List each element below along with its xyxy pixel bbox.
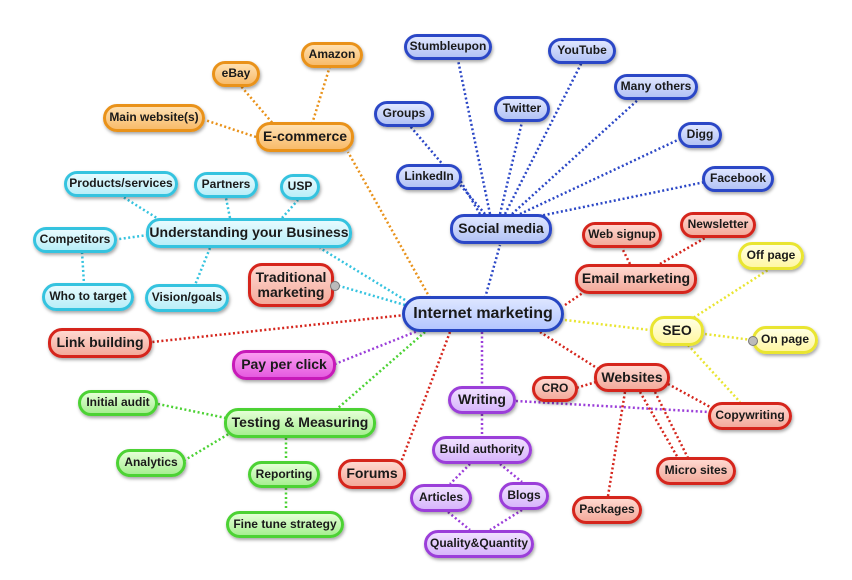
- node-usp[interactable]: USP: [280, 174, 320, 200]
- node-build-authority[interactable]: Build authority: [432, 436, 532, 464]
- link-test-audit: [157, 402, 227, 420]
- link-biz-vision: [193, 247, 212, 286]
- node-web-signup[interactable]: Web signup: [582, 222, 662, 248]
- link-biz-competitors: [111, 233, 149, 242]
- link-seo-onpage: [704, 332, 753, 342]
- link-ecom-ebay: [239, 84, 276, 127]
- node-main-website[interactable]: Main website(s): [103, 104, 205, 132]
- link-center-seo: [564, 318, 651, 332]
- node-cro[interactable]: CRO: [532, 376, 578, 402]
- link-biz-whototarget: [80, 251, 86, 285]
- link-biz-partners: [224, 197, 232, 219]
- node-who-to-target[interactable]: Who to target: [42, 283, 134, 311]
- node-initial-audit[interactable]: Initial audit: [78, 390, 158, 416]
- link-authority-articles: [449, 463, 471, 485]
- node-fine-tune-strategy[interactable]: Fine tune strategy: [226, 511, 344, 538]
- link-center-ppc: [334, 328, 421, 366]
- node-ebay[interactable]: eBay: [212, 61, 260, 87]
- node-facebook[interactable]: Facebook: [702, 166, 774, 192]
- node-products-services[interactable]: Products/services: [64, 171, 178, 197]
- node-copywriting[interactable]: Copywriting: [708, 402, 792, 430]
- link-seo-offpage: [689, 268, 769, 322]
- node-off-page[interactable]: Off page: [738, 242, 804, 270]
- link-test-analytics: [184, 430, 233, 462]
- link-web-microsites: [653, 391, 690, 459]
- link-center-linkbuilding: [151, 313, 406, 344]
- link-center-testing: [329, 331, 426, 416]
- node-ecommerce[interactable]: E-commerce: [256, 122, 354, 152]
- node-seo[interactable]: SEO: [650, 316, 704, 346]
- link-web-cro: [575, 380, 597, 390]
- link-biz-products: [119, 193, 161, 222]
- node-understanding-business[interactable]: Understanding your Business: [146, 218, 352, 248]
- link-social-digg: [519, 136, 683, 216]
- node-partners[interactable]: Partners: [194, 172, 258, 198]
- node-internet-marketing[interactable]: Internet marketing: [402, 296, 564, 332]
- link-center-business: [319, 246, 406, 302]
- link-social-manyothers: [511, 97, 641, 215]
- node-packages[interactable]: Packages: [572, 496, 642, 524]
- link-social-linkedin: [458, 179, 482, 215]
- node-quality-quantity[interactable]: Quality&Quantity: [424, 530, 534, 558]
- link-center-websites: [539, 330, 601, 372]
- link-social-youtube: [503, 61, 584, 215]
- node-social-media[interactable]: Social media: [450, 214, 552, 244]
- link-email-newsletter: [659, 236, 706, 266]
- link-center-forums: [398, 331, 452, 466]
- link-center-traditional: [335, 283, 406, 307]
- node-traditional-marketing[interactable]: Traditional marketing: [248, 263, 334, 307]
- collapse-handle[interactable]: [330, 281, 340, 291]
- node-email-marketing[interactable]: Email marketing: [575, 264, 697, 294]
- link-center-ecommerce: [346, 151, 432, 299]
- node-micro-sites[interactable]: Micro sites: [656, 457, 736, 485]
- node-newsletter[interactable]: Newsletter: [680, 212, 756, 238]
- node-blogs[interactable]: Blogs: [499, 482, 549, 510]
- node-forums[interactable]: Forums: [338, 459, 406, 489]
- link-social-stumble: [456, 59, 492, 215]
- node-groups[interactable]: Groups: [374, 101, 434, 127]
- link-blogs-quality: [489, 508, 523, 532]
- node-on-page[interactable]: On page: [752, 326, 818, 354]
- node-linkedin[interactable]: LinkedIn: [396, 164, 462, 190]
- link-social-facebook: [529, 180, 706, 220]
- link-ecom-main: [204, 118, 257, 139]
- node-twitter[interactable]: Twitter: [494, 96, 550, 122]
- node-vision-goals[interactable]: Vision/goals: [145, 284, 229, 312]
- link-writing-copy: [515, 399, 709, 414]
- link-center-email: [564, 286, 591, 307]
- node-competitors[interactable]: Competitors: [33, 227, 117, 253]
- link-center-social: [483, 244, 502, 299]
- link-biz-usp: [281, 199, 299, 219]
- node-digg[interactable]: Digg: [678, 122, 722, 148]
- link-ecom-amazon: [310, 65, 332, 125]
- link-web-copy: [667, 382, 713, 410]
- node-articles[interactable]: Articles: [410, 484, 472, 512]
- node-testing-measuring[interactable]: Testing & Measuring: [224, 408, 376, 438]
- link-authority-blogs: [499, 463, 523, 483]
- node-stumbleupon[interactable]: Stumbleupon: [404, 34, 492, 60]
- node-amazon[interactable]: Amazon: [301, 42, 363, 68]
- link-social-groups: [409, 125, 486, 215]
- node-pay-per-click[interactable]: Pay per click: [232, 350, 336, 380]
- link-email-websignup: [620, 247, 632, 265]
- node-writing[interactable]: Writing: [448, 386, 516, 414]
- link-seo-copywriting: [687, 344, 741, 403]
- node-youtube[interactable]: YouTube: [548, 38, 616, 64]
- node-link-building[interactable]: Link building: [48, 328, 152, 358]
- link-articles-quality: [447, 511, 471, 531]
- node-many-others[interactable]: Many others: [614, 74, 698, 100]
- node-websites[interactable]: Websites: [594, 363, 670, 392]
- node-reporting[interactable]: Reporting: [248, 461, 320, 488]
- link-web-micro2: [638, 391, 680, 459]
- collapse-handle[interactable]: [748, 336, 758, 346]
- node-analytics[interactable]: Analytics: [116, 449, 186, 477]
